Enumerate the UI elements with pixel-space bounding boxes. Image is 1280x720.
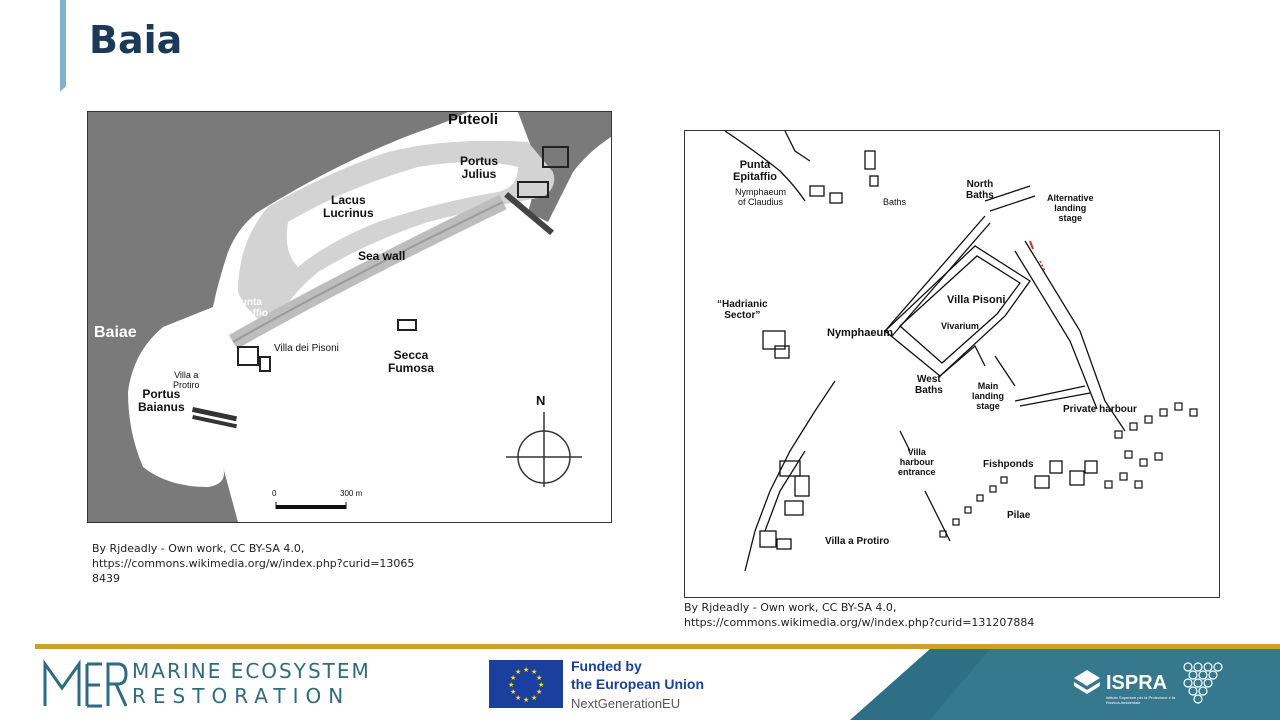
label-villa-a-protiro: Villa a Protiro <box>173 370 200 391</box>
plan-label-nymphaeum: Nymphaeum <box>827 327 894 339</box>
eu-funded-line2: the European Union <box>571 676 704 692</box>
label-lacus-lucrinus: Lacus Lucrinus <box>323 193 374 221</box>
plan-label-baths: Baths <box>883 197 907 207</box>
svg-text:★: ★ <box>536 674 542 682</box>
plan-label-villa-harbour-entrance: Villa harbour entrance <box>898 447 936 478</box>
plan-label-main-landing: Main landing stage <box>972 381 1004 412</box>
mer-title-line2: RESTORATION <box>132 684 351 708</box>
label-portus-julius: Portus Julius <box>460 154 499 182</box>
plan-label-fishponds: Fishponds <box>983 459 1034 470</box>
plan-label-west-baths: West Baths <box>915 374 943 397</box>
label-north: N <box>536 393 546 408</box>
eu-nextgen-line: NextGenerationEU <box>571 696 681 711</box>
north-arrow <box>506 412 582 487</box>
footer-gold-line <box>35 644 1280 649</box>
svg-text:★: ★ <box>510 688 516 696</box>
svg-text:★: ★ <box>515 694 521 702</box>
label-punta-epitaffio: Punta Epitaffio <box>228 297 268 320</box>
title-accent-tip <box>60 86 66 92</box>
ispra-logo-icon <box>1074 670 1100 694</box>
plan-label-private-harbour: Private harbour <box>1063 404 1137 415</box>
label-secca-fumosa: Secca Fumosa <box>388 348 435 376</box>
slide-title: Baia <box>89 18 183 62</box>
footer-teal-band-overlay <box>930 649 1280 720</box>
plan-label-hadrianic-sector: “Hadrianic Sector” <box>717 299 768 322</box>
map1-credit: By Rjdeadly - Own work, CC BY-SA 4.0, ht… <box>92 541 414 586</box>
svg-text:★: ★ <box>531 694 537 702</box>
mer-logo-icon <box>43 659 128 708</box>
plan-label-punta-epitaffio: Punta Epitaffio <box>733 159 777 184</box>
eu-funded-line1: Funded by <box>571 658 642 674</box>
svg-text:★: ★ <box>531 668 537 676</box>
map2-credit-line2[interactable]: https://commons.wikimedia.org/w/index.ph… <box>684 616 1035 629</box>
map1-credit-line1: By Rjdeadly - Own work, CC BY-SA 4.0, <box>92 542 305 555</box>
mer-title-line1: MARINE ECOSYSTEM <box>132 659 371 683</box>
plan-label-north-baths: North Baths <box>966 179 994 202</box>
svg-text:★: ★ <box>523 696 529 704</box>
plan-label-alternative-landing: Alternative landing stage <box>1047 193 1094 224</box>
label-scale-end: 300 m <box>340 489 363 498</box>
label-sea-wall: Sea wall <box>358 249 406 263</box>
svg-text:★: ★ <box>538 681 544 689</box>
svg-text:★: ★ <box>515 668 521 676</box>
svg-text:★: ★ <box>510 674 516 682</box>
plan-label-nymphaeum-claudius: Nymphaeum of Claudius <box>735 187 787 208</box>
plan-label-villa-a-protiro: Villa a Protiro <box>825 536 890 547</box>
label-portus-baianus: Portus Baianus <box>138 387 185 415</box>
svg-text:★: ★ <box>523 666 529 674</box>
ispra-name: ISPRA <box>1106 672 1168 694</box>
villa-pisoni-plan: Punta Epitaffio Nymphaeum of Claudius Ba… <box>684 130 1220 598</box>
plan-label-vivarium: Vivarium <box>941 321 979 331</box>
snpa-logo-icon <box>1183 662 1223 704</box>
title-accent-bar <box>60 0 66 86</box>
map1-credit-line2[interactable]: https://commons.wikimedia.org/w/index.ph… <box>92 557 415 570</box>
baia-overview-map: Puteoli Portus Julius Lacus Lucrinus Sea… <box>87 111 612 523</box>
label-puteoli: Puteoli <box>448 111 499 128</box>
plan-label-pilae: Pilae <box>1007 510 1031 521</box>
svg-text:★: ★ <box>508 681 514 689</box>
label-baiae: Baiae <box>94 324 137 341</box>
label-villa-dei-pisoni: Villa dei Pisoni <box>274 343 339 354</box>
svg-text:★: ★ <box>536 688 542 696</box>
label-scale-start: 0 <box>272 489 277 498</box>
map2-credit: By Rjdeadly - Own work, CC BY-SA 4.0, ht… <box>684 600 1034 630</box>
eu-flag-icon: ★★★ ★★★ ★★★ ★★★ <box>489 660 563 708</box>
plan-label-villa-pisoni: Villa Pisoni <box>947 294 1006 306</box>
ispra-subtitle: Istituto Superiore per la Protezione e l… <box>1106 695 1176 705</box>
map2-credit-line1: By Rjdeadly - Own work, CC BY-SA 4.0, <box>684 601 897 614</box>
map1-credit-line3[interactable]: 8439 <box>92 572 120 585</box>
